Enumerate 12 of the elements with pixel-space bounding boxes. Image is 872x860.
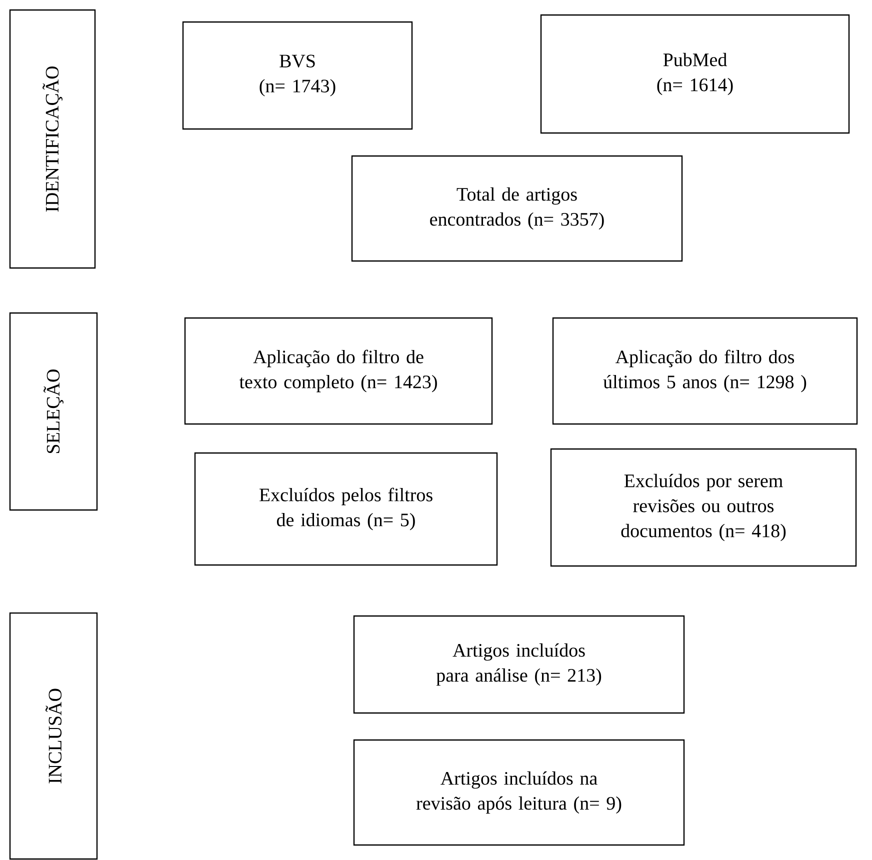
stage-band: IDENTIFICAÇÃO (9, 9, 96, 269)
stage-band: INCLUSÃO (9, 612, 98, 860)
source-box: PubMed (n= 1614) (540, 14, 850, 134)
process-box: Excluídos por serem revisões ou outros documentos (n= 418) (550, 448, 857, 567)
process-box: Excluídos pelos filtros de idiomas (n= 5) (194, 452, 498, 566)
source-box: BVS (n= 1743) (182, 21, 413, 130)
process-box: Aplicação do filtro dos últimos 5 anos (n= 1298 ) (552, 317, 858, 425)
process-box: Total de artigos encontrados (n= 3357) (351, 155, 683, 262)
stage-band: SELEÇÃO (9, 312, 98, 511)
process-box: Aplicação do filtro de texto completo (n= 1423) (184, 317, 493, 425)
process-box: Artigos incluídos para análise (n= 213) (353, 615, 685, 714)
process-box: Artigos incluídos na revisão após leitura (n= 9) (353, 739, 685, 846)
